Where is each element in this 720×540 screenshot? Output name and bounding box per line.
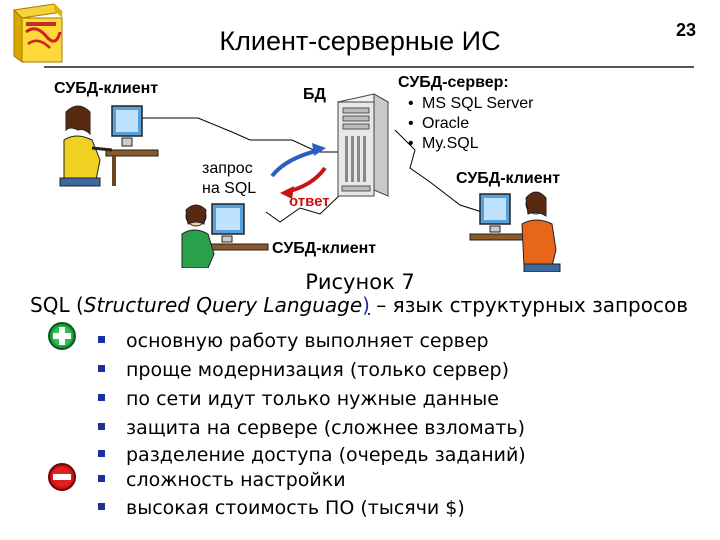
client-label-top-left: СУБД-клиент — [54, 80, 159, 97]
request-label-line1: запрос — [202, 160, 253, 177]
list-item: высокая стоимость ПО (тысячи $) — [98, 495, 526, 524]
list-item-text: разделение доступа (очередь заданий) — [126, 444, 526, 466]
list-item: защита на сервере (сложнее взломать) — [98, 415, 526, 444]
list-item-text: высокая стоимость ПО (тысячи $) — [126, 497, 465, 519]
request-label-line2: на SQL — [202, 180, 257, 197]
bullet-icon — [98, 394, 105, 401]
server-item: MS SQL Server — [408, 94, 533, 114]
sql-definition: SQL (Structured Query Language) – язык с… — [30, 293, 688, 317]
sql-description: – язык структурных запросов — [369, 293, 688, 317]
sql-full-name: Structured Query Language — [83, 293, 363, 317]
slide-title: Клиент-серверные ИС — [219, 26, 501, 56]
list-item: проще модернизация (только сервер) — [98, 357, 526, 386]
list-item-text: основную работу выполняет сервер — [126, 330, 489, 352]
server-item: Oracle — [408, 114, 533, 134]
client-label-right: СУБД-клиент — [456, 170, 561, 187]
network-diagram — [120, 117, 483, 223]
server-label: СУБД-сервер: — [398, 74, 509, 91]
bullet-icon — [98, 450, 105, 457]
plus-icon — [48, 322, 76, 350]
workstation-icon — [59, 105, 159, 187]
server-icon — [336, 93, 390, 197]
features-list: основную работу выполняет сервер проще м… — [98, 328, 526, 524]
sql-abbr: SQL — [30, 293, 70, 317]
db-label: БД — [303, 86, 326, 103]
software-box-icon — [12, 3, 64, 63]
workstation-icon — [181, 203, 269, 268]
bullet-icon — [98, 423, 105, 430]
workstation-icon — [469, 191, 561, 272]
figure-caption: Рисунок 7 — [305, 270, 415, 294]
bullet-icon — [98, 336, 105, 343]
list-item: по сети идут только нужные данные — [98, 386, 526, 415]
bullet-icon — [98, 365, 105, 372]
answer-label: ответ — [289, 193, 330, 210]
client-label-bottom: СУБД-клиент — [272, 240, 377, 257]
title-divider — [44, 66, 694, 68]
request-arrow — [270, 148, 321, 178]
sql-paren-open: ( — [69, 293, 84, 317]
server-item: My.SQL — [408, 134, 533, 154]
list-item-text: защита на сервере (сложнее взломать) — [126, 417, 526, 439]
list-item-text: проще модернизация (только сервер) — [126, 359, 509, 381]
list-item-text: сложность настройки — [126, 469, 346, 491]
sql-paren-close: ) — [362, 293, 370, 317]
slide-number: 23 — [675, 20, 696, 40]
list-item-text: по сети идут только нужные данные — [126, 388, 499, 410]
list-item: основную работу выполняет сервер — [98, 328, 526, 357]
list-item: сложность настройки — [98, 467, 526, 495]
list-item: разделение доступа (очередь заданий) — [98, 444, 526, 467]
server-list: MS SQL Server Oracle My.SQL — [408, 94, 533, 154]
bullet-icon — [98, 503, 105, 510]
bullet-icon — [98, 475, 105, 482]
minus-icon — [48, 463, 76, 491]
